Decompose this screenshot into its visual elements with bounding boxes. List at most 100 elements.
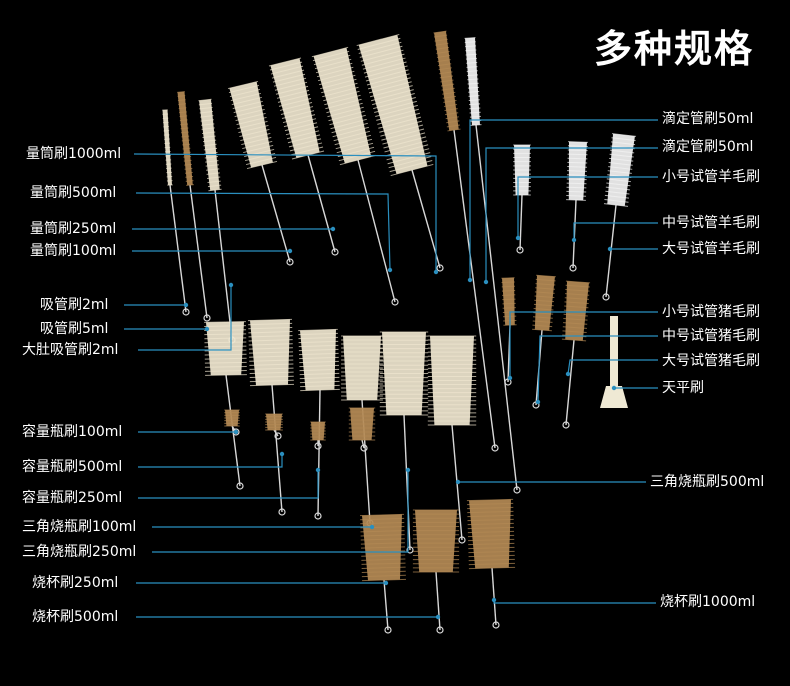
burette-brush-2-bristle bbox=[465, 45, 477, 48]
cylinder-brush-100-bristle bbox=[227, 80, 259, 90]
cylinder-brush-500-bristle bbox=[320, 78, 357, 90]
beaker-brush-250-bristle bbox=[361, 578, 407, 582]
beaker-brush-1000-wire bbox=[491, 567, 497, 626]
erl-neck-100-wire bbox=[361, 439, 365, 449]
label-bulb-pipette-brush-2: 大肚吸管刷2ml bbox=[22, 342, 119, 358]
label-volumetric-flask-brush-250: 容量瓶刷250ml bbox=[22, 490, 123, 506]
cylinder-brush-100-bristle bbox=[236, 116, 267, 126]
label-beaker-brush-500: 烧杯刷500ml bbox=[32, 609, 119, 625]
pipette-brush-5-bristle bbox=[186, 184, 194, 186]
bristle-tt-medium-bristle bbox=[533, 316, 553, 319]
cylinder-brush-100-bristle bbox=[244, 148, 275, 158]
cylinder-brush-500-bristle bbox=[317, 70, 355, 82]
burette-brush-1-bristle bbox=[440, 79, 454, 83]
cylinder-brush-250-bristle bbox=[285, 126, 319, 136]
cylinder-brush-500-bristle bbox=[333, 130, 371, 142]
pipette-brush-5-loop bbox=[203, 314, 211, 322]
cylinder-brush-100-bristle bbox=[238, 124, 269, 134]
cylinder-brush-250-bristle bbox=[275, 85, 309, 95]
cylinder-brush-500-bristle bbox=[334, 134, 372, 146]
cylinder-brush-500-bristle bbox=[322, 86, 359, 98]
cylinder-brush-500-bristle bbox=[323, 90, 360, 102]
cylinder-brush-250-bristle bbox=[281, 110, 315, 120]
vflask-brush-250-bristle bbox=[298, 332, 338, 336]
burette-brush-1-bristle bbox=[442, 91, 456, 95]
leader-line bbox=[135, 192, 391, 271]
bulb-pipette-brush-bristle bbox=[205, 164, 219, 167]
burette-brush-1-bristle bbox=[436, 55, 451, 58]
vflask-brush-250-bristle bbox=[298, 344, 339, 348]
bristle-tt-small-bristle bbox=[501, 285, 515, 288]
leader-dot bbox=[330, 226, 336, 232]
cylinder-brush-1000-wire bbox=[411, 169, 441, 269]
burette-brush-1-bristle bbox=[433, 30, 447, 34]
cylinder-brush-500-bristle bbox=[312, 50, 350, 62]
cylinder-brush-250-bristle bbox=[270, 65, 304, 75]
cylinder-brush-500-bristle bbox=[332, 126, 369, 138]
pipette-brush-5-bristle bbox=[179, 119, 188, 122]
vflask-brush-250-bristle bbox=[299, 380, 340, 384]
bulb-pipette-brush-bristle bbox=[201, 123, 215, 126]
burette-brush-2-bristle bbox=[466, 66, 478, 68]
cylinder-brush-100-bristle bbox=[231, 96, 262, 106]
burette-brush-2-wire bbox=[475, 124, 518, 491]
cylinder-brush-1000-bristle bbox=[367, 77, 411, 90]
vflask-brush-500-bristle bbox=[249, 371, 294, 374]
label-cylinder-brush-500: 量筒刷500ml bbox=[30, 185, 117, 201]
cylinder-brush-250-bristle bbox=[286, 130, 320, 140]
bulb-pipette-brush-bristle bbox=[202, 135, 216, 139]
cylinder-brush-100-bristle bbox=[243, 144, 274, 154]
bristle-tt-small-bristle bbox=[501, 277, 515, 279]
bristle-tt-large-bristle bbox=[564, 301, 589, 305]
leader-line bbox=[469, 119, 658, 280]
cylinder-brush-500-bristle bbox=[325, 98, 362, 110]
beaker-brush-1000-bristle bbox=[468, 546, 515, 550]
label-volumetric-flask-brush-100: 容量瓶刷100ml bbox=[22, 424, 123, 440]
cylinder-brush-1000-bristle bbox=[387, 152, 431, 165]
leader-dot bbox=[611, 385, 617, 391]
label-pipette-brush-5: 吸管刷5ml bbox=[40, 321, 109, 337]
wool-tt-medium-bristle bbox=[566, 199, 586, 201]
cylinder-brush-100-bristle bbox=[234, 108, 265, 118]
vflask-brush-250-bristle bbox=[298, 348, 339, 352]
cylinder-brush-100-head bbox=[229, 81, 273, 168]
bristle-tt-large-bristle bbox=[564, 297, 589, 300]
burette-brush-2-bristle bbox=[470, 119, 482, 122]
bristle-tt-small-bristle bbox=[502, 307, 516, 309]
beaker-brush-1000-bristle bbox=[468, 554, 515, 558]
leader-dot bbox=[483, 279, 489, 285]
cylinder-brush-500-bristle bbox=[331, 122, 368, 134]
cylinder-brush-500-loop bbox=[391, 298, 399, 306]
wool-tt-large-bristle bbox=[604, 194, 630, 199]
burette-brush-1-loop bbox=[491, 444, 499, 452]
beaker-brush-1000-bristle bbox=[467, 522, 514, 526]
cylinder-brush-100-loop bbox=[286, 258, 294, 266]
cylinder-brush-100-bristle bbox=[237, 120, 268, 130]
label-medium-wool-test-tube-brush: 中号试管羊毛刷 bbox=[662, 215, 760, 231]
pipette-brush-5-bristle bbox=[178, 103, 187, 105]
cylinder-brush-1000-bristle bbox=[363, 61, 407, 74]
vflask-neck-250-loop bbox=[314, 442, 322, 450]
vflask-brush-100-bristle bbox=[204, 333, 247, 336]
pipette-brush-5-bristle bbox=[184, 167, 193, 170]
bulb-pipette-brush-bristle bbox=[198, 98, 212, 102]
pipette-brush-5-bristle bbox=[180, 123, 189, 126]
burette-brush-1-bristle bbox=[436, 50, 450, 54]
pipette-brush-5-bristle bbox=[177, 95, 186, 97]
vflask-neck-500-loop bbox=[274, 432, 282, 440]
cylinder-brush-100-bristle bbox=[245, 156, 277, 166]
burette-brush-1-bristle bbox=[446, 124, 461, 128]
wool-tt-medium-bristle bbox=[566, 186, 587, 189]
cylinder-brush-1000-bristle bbox=[385, 144, 429, 157]
cylinder-brush-100-bristle bbox=[235, 112, 266, 122]
beaker-brush-1000-bristle bbox=[468, 562, 515, 566]
cylinder-brush-1000-bristle bbox=[372, 93, 415, 106]
pipette-brush-5-bristle bbox=[185, 176, 194, 178]
vflask-neck-500-wire bbox=[273, 429, 279, 437]
vflask-brush-100-bristle bbox=[204, 337, 247, 340]
cylinder-brush-1000-bristle bbox=[374, 100, 417, 114]
vflask-brush-100-head bbox=[206, 321, 244, 376]
vflask-brush-500-wire bbox=[271, 384, 283, 513]
bristle-tt-medium-bristle bbox=[534, 295, 555, 298]
